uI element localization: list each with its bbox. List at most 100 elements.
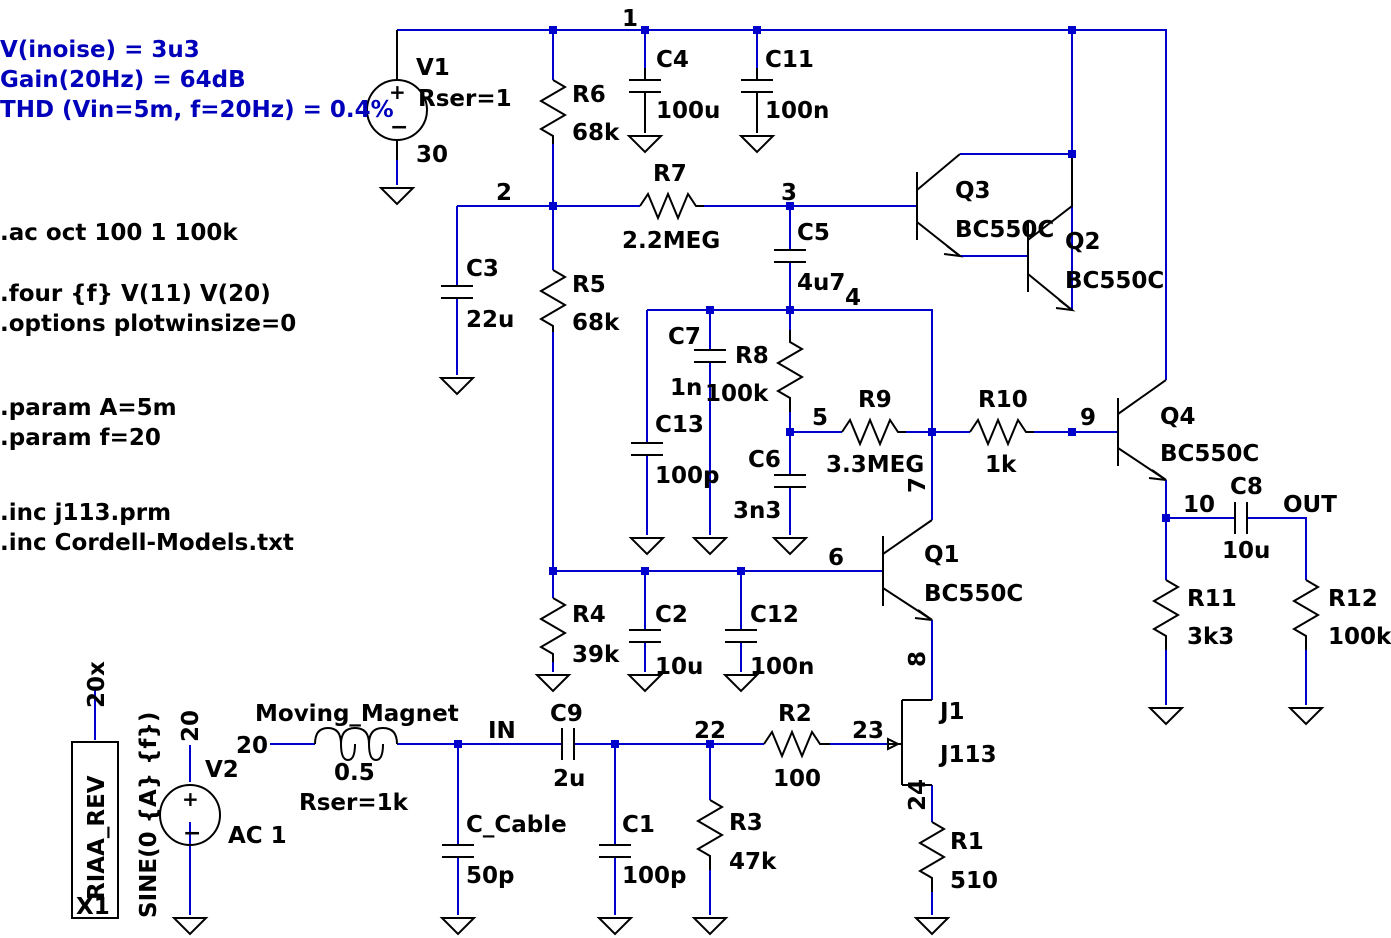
c8-name: C8: [1230, 474, 1263, 500]
ground-symbol: [626, 135, 664, 154]
net-label-2: 2: [496, 180, 512, 206]
junction-dot: [641, 567, 649, 575]
directive-param-a: .param A=5m: [0, 395, 177, 421]
directive-param-f: .param f=20: [0, 425, 161, 451]
j1-value: J113: [938, 742, 997, 768]
c5-symbol: [774, 249, 806, 263]
r10-value: 1k: [985, 452, 1017, 478]
q3-symbol: [916, 153, 964, 258]
q2-name: Q2: [1065, 229, 1101, 255]
v1-name: V1: [416, 55, 450, 81]
ground-symbol: [438, 377, 476, 396]
ground-symbol: [691, 917, 729, 936]
gain-annotation: Gain(20Hz) = 64dB: [0, 67, 246, 93]
ground-symbol: [691, 537, 729, 556]
r11-value: 3k3: [1187, 624, 1234, 650]
c2-symbol: [629, 629, 661, 643]
net-label-22: 22: [694, 718, 726, 744]
junctions: [454, 26, 1170, 748]
c6-name: C6: [748, 447, 781, 473]
wires: [94, 29, 1307, 915]
c8-value: 10u: [1222, 538, 1270, 564]
r7-value: 2.2MEG: [622, 228, 720, 254]
c4-value: 100u: [656, 98, 720, 124]
x1-symbol: [71, 741, 119, 919]
ground-symbol: [378, 187, 416, 206]
ground-symbol: [628, 537, 666, 556]
r9-symbol: [841, 417, 906, 447]
junction-dot: [706, 306, 714, 314]
svg-text:+: +: [182, 787, 199, 811]
junction-dot: [611, 740, 619, 748]
junction-dot: [549, 26, 557, 34]
c4-symbol: [629, 68, 661, 133]
v2-ac: AC 1: [228, 823, 287, 849]
junction-dot: [549, 202, 557, 210]
v1-value: 30: [416, 142, 448, 168]
ground-symbol: [439, 917, 477, 936]
c13-symbol: [631, 442, 663, 456]
r1-name: R1: [950, 829, 984, 855]
r9-value: 3.3MEG: [826, 452, 924, 478]
r12-value: 100k: [1328, 624, 1391, 650]
c2-value: 10u: [655, 654, 703, 680]
net-label-7: 7: [905, 477, 931, 493]
ground-symbol: [626, 674, 664, 693]
c3-value: 22u: [466, 307, 514, 333]
net-label-3: 3: [781, 180, 797, 206]
junction-dot: [1068, 26, 1076, 34]
junction-dot: [928, 428, 936, 436]
r8-symbol: [776, 330, 804, 412]
r1-symbol: [918, 821, 946, 892]
moving-magnet-value: 0.5: [334, 760, 375, 786]
moving-magnet-inductor-symbol: [314, 726, 398, 762]
q2-value: BC550C: [1065, 268, 1164, 294]
c7-symbol: [694, 349, 726, 363]
q4-value: BC550C: [1160, 441, 1259, 467]
c-cable-name: C_Cable: [466, 812, 567, 838]
c3-name: C3: [466, 256, 499, 282]
c12-symbol: [725, 629, 757, 643]
junction-dot: [1068, 428, 1076, 436]
junction-dot: [1162, 514, 1170, 522]
c11-name: C11: [765, 47, 814, 73]
ground-symbol: [596, 917, 634, 936]
junction-dot: [1068, 150, 1076, 158]
c11-value: 100n: [765, 98, 829, 124]
component-shapes: + − + −: [71, 30, 1325, 936]
c7-value: 1n: [670, 375, 702, 401]
r8-value: 100k: [705, 381, 769, 407]
c11-symbol: [741, 68, 773, 133]
r4-name: R4: [572, 602, 606, 628]
c-cable-symbol: [442, 844, 474, 858]
j1-symbol: [887, 699, 932, 786]
r4-value: 39k: [572, 642, 620, 668]
net-label-9: 9: [1080, 405, 1096, 431]
r8-name: R8: [735, 343, 769, 369]
junction-dot: [786, 428, 794, 436]
r11-name: R11: [1187, 586, 1237, 612]
r2-value: 100: [773, 766, 821, 792]
noise-annotation: V(inoise) = 3u3: [0, 37, 200, 63]
r1-value: 510: [950, 868, 998, 894]
net-labels: 1 2 3 4 5 6 7 8 9 10 20 20 20x 22 23 24 …: [84, 6, 1337, 811]
v2-name: V2: [205, 757, 239, 783]
ground-symbol: [738, 135, 776, 154]
r2-symbol: [763, 729, 830, 759]
net-label-24: 24: [905, 779, 931, 811]
moving-magnet-rser: Rser=1k: [299, 790, 409, 816]
ground-symbol: [171, 917, 209, 936]
net-label-23: 23: [852, 718, 884, 744]
r6-name: R6: [572, 82, 606, 108]
r12-symbol: [1292, 579, 1320, 650]
c5-value: 4u7: [797, 270, 845, 296]
junction-dot: [786, 306, 794, 314]
c7-name: C7: [668, 324, 701, 350]
c9-value: 2u: [553, 766, 585, 792]
c9-name: C9: [550, 701, 583, 727]
ground-symbol: [1287, 707, 1325, 726]
junction-dot: [737, 567, 745, 575]
c6-value: 3n3: [733, 498, 781, 524]
r9-name: R9: [858, 387, 892, 413]
c12-name: C12: [750, 602, 799, 628]
